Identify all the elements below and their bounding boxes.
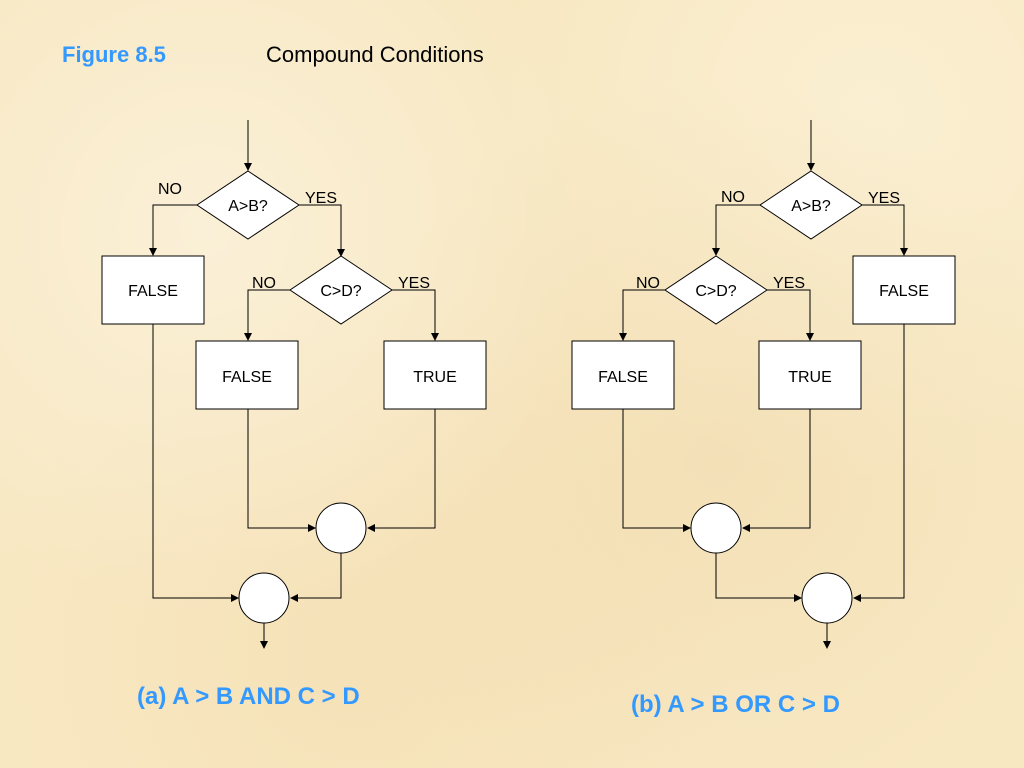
flowchart-b	[571, 120, 956, 649]
no-label-a2: NO	[252, 275, 276, 292]
yes-label-b1: YES	[868, 190, 900, 207]
yes-branch-b2	[767, 289, 814, 341]
false-box-a-left-label: FALSE	[128, 283, 178, 300]
decision-c-label: C>D?	[320, 283, 361, 300]
false-box-b-left-label: FALSE	[598, 369, 648, 386]
true-box-a	[383, 340, 487, 410]
line-false-right-to-connector-b2	[853, 324, 905, 602]
false-box-b-right	[852, 255, 956, 325]
decision-a-b-a	[196, 170, 300, 240]
decision-c-label-b: C>D?	[695, 283, 736, 300]
no-label-b2: NO	[636, 275, 660, 292]
line-false-to-connector-b1	[622, 409, 691, 532]
false-box-a-mid-label: FALSE	[222, 369, 272, 386]
decision-a-label: A>B?	[228, 198, 268, 215]
no-branch-b2	[619, 289, 665, 341]
false-box-b-left	[571, 340, 675, 410]
flowchart-a	[101, 120, 487, 649]
true-box-a-label: TRUE	[413, 369, 457, 386]
yes-label-b2: YES	[773, 275, 805, 292]
figure-number: Figure 8.5	[62, 42, 166, 67]
false-box-a-left	[101, 255, 205, 325]
figure-title: Compound Conditions	[266, 42, 484, 67]
line-connector-b1-to-b2	[715, 553, 802, 602]
no-label-b1: NO	[721, 189, 745, 206]
line-connector-a1-to-a2	[290, 553, 342, 602]
connector-a2	[238, 572, 290, 624]
true-box-b-label: TRUE	[788, 369, 832, 386]
yes-branch-b1	[862, 204, 908, 256]
connector-b2	[801, 572, 853, 624]
line-true-to-connector-a1	[367, 409, 436, 532]
false-box-b-right-label: FALSE	[879, 283, 929, 300]
line-false-to-connector-a1	[247, 409, 316, 532]
false-box-a-mid	[195, 340, 299, 410]
line-true-to-connector-b1	[742, 409, 811, 532]
yes-branch-a1	[299, 204, 345, 257]
true-box-b	[758, 340, 862, 410]
no-label-a1: NO	[158, 181, 182, 198]
decision-c-d-b	[664, 255, 768, 325]
slide-title: Figure 8.5 Compound Conditions	[62, 42, 484, 68]
yes-branch-a2	[392, 289, 439, 341]
decision-c-d-a	[289, 255, 393, 325]
line-false-left-to-connector-a2	[152, 324, 239, 602]
connector-a1	[315, 502, 367, 554]
yes-label-a2: YES	[398, 275, 430, 292]
caption-a: (a) A > B AND C > D	[137, 683, 360, 710]
decision-a-label-b: A>B?	[791, 198, 831, 215]
decision-a-b-b	[759, 170, 863, 240]
no-branch-a2	[244, 289, 290, 341]
caption-b: (b) A > B OR C > D	[631, 691, 840, 718]
connector-b1	[690, 502, 742, 554]
yes-label-a1: YES	[305, 190, 337, 207]
no-branch-a1	[149, 204, 197, 256]
no-branch-b1	[712, 204, 760, 256]
